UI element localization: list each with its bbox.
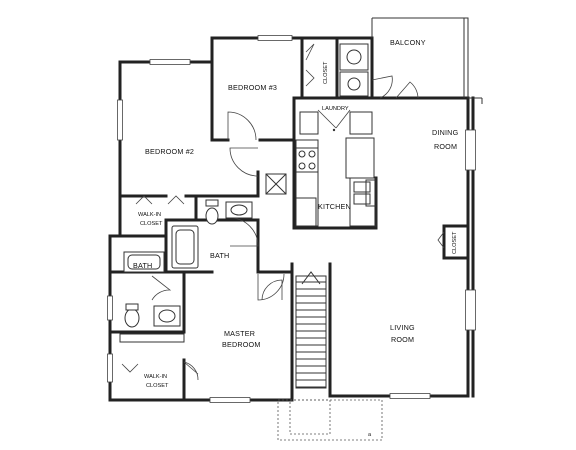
label-kitchen: KITCHEN [318, 202, 351, 211]
label-master-1: MASTER [224, 329, 255, 338]
label-bath-hall: BATH [210, 251, 229, 260]
label-living-1: LIVING [390, 323, 415, 332]
entry-porch: a [277, 399, 383, 441]
label-dining-1: DINING [432, 128, 459, 137]
master-bath-fixtures [119, 303, 185, 343]
label-bedroom-3: BEDROOM #3 [228, 83, 277, 92]
windows [107, 35, 476, 403]
label-bedroom-2: BEDROOM #2 [145, 147, 194, 156]
label-walkin-closet-2a: WALK-IN [138, 212, 161, 218]
label-master-2: BEDROOM [222, 340, 261, 349]
label-balcony: BALCONY [390, 38, 426, 47]
balcony [371, 17, 483, 104]
laundry-fixtures [299, 43, 373, 135]
label-living-2: ROOM [391, 335, 414, 344]
hall-bath-fixtures [123, 199, 253, 273]
stair-frame [295, 275, 327, 389]
room-labels: BALCONY BEDROOM #3 CLOSET LAUNDRY BEDROO… [133, 38, 459, 389]
label-walkin-master-a: WALK-IN [144, 374, 167, 380]
label-closet-right: CLOSET [452, 231, 458, 254]
label-walkin-master-b: CLOSET [146, 383, 169, 389]
doors [121, 43, 445, 381]
label-closet-top: CLOSET [323, 61, 329, 84]
stairs [295, 271, 327, 389]
kitchen-fixtures [295, 137, 377, 227]
label-walkin-closet-2b: CLOSET [140, 221, 163, 227]
svg-text:a: a [368, 432, 372, 438]
hvac-box [265, 173, 287, 195]
label-bath-master: BATH [133, 261, 152, 270]
stair-arrow-icon [301, 271, 321, 285]
label-laundry: LAUNDRY [322, 106, 349, 112]
label-dining-2: ROOM [434, 142, 457, 151]
interior-walls [108, 36, 470, 402]
